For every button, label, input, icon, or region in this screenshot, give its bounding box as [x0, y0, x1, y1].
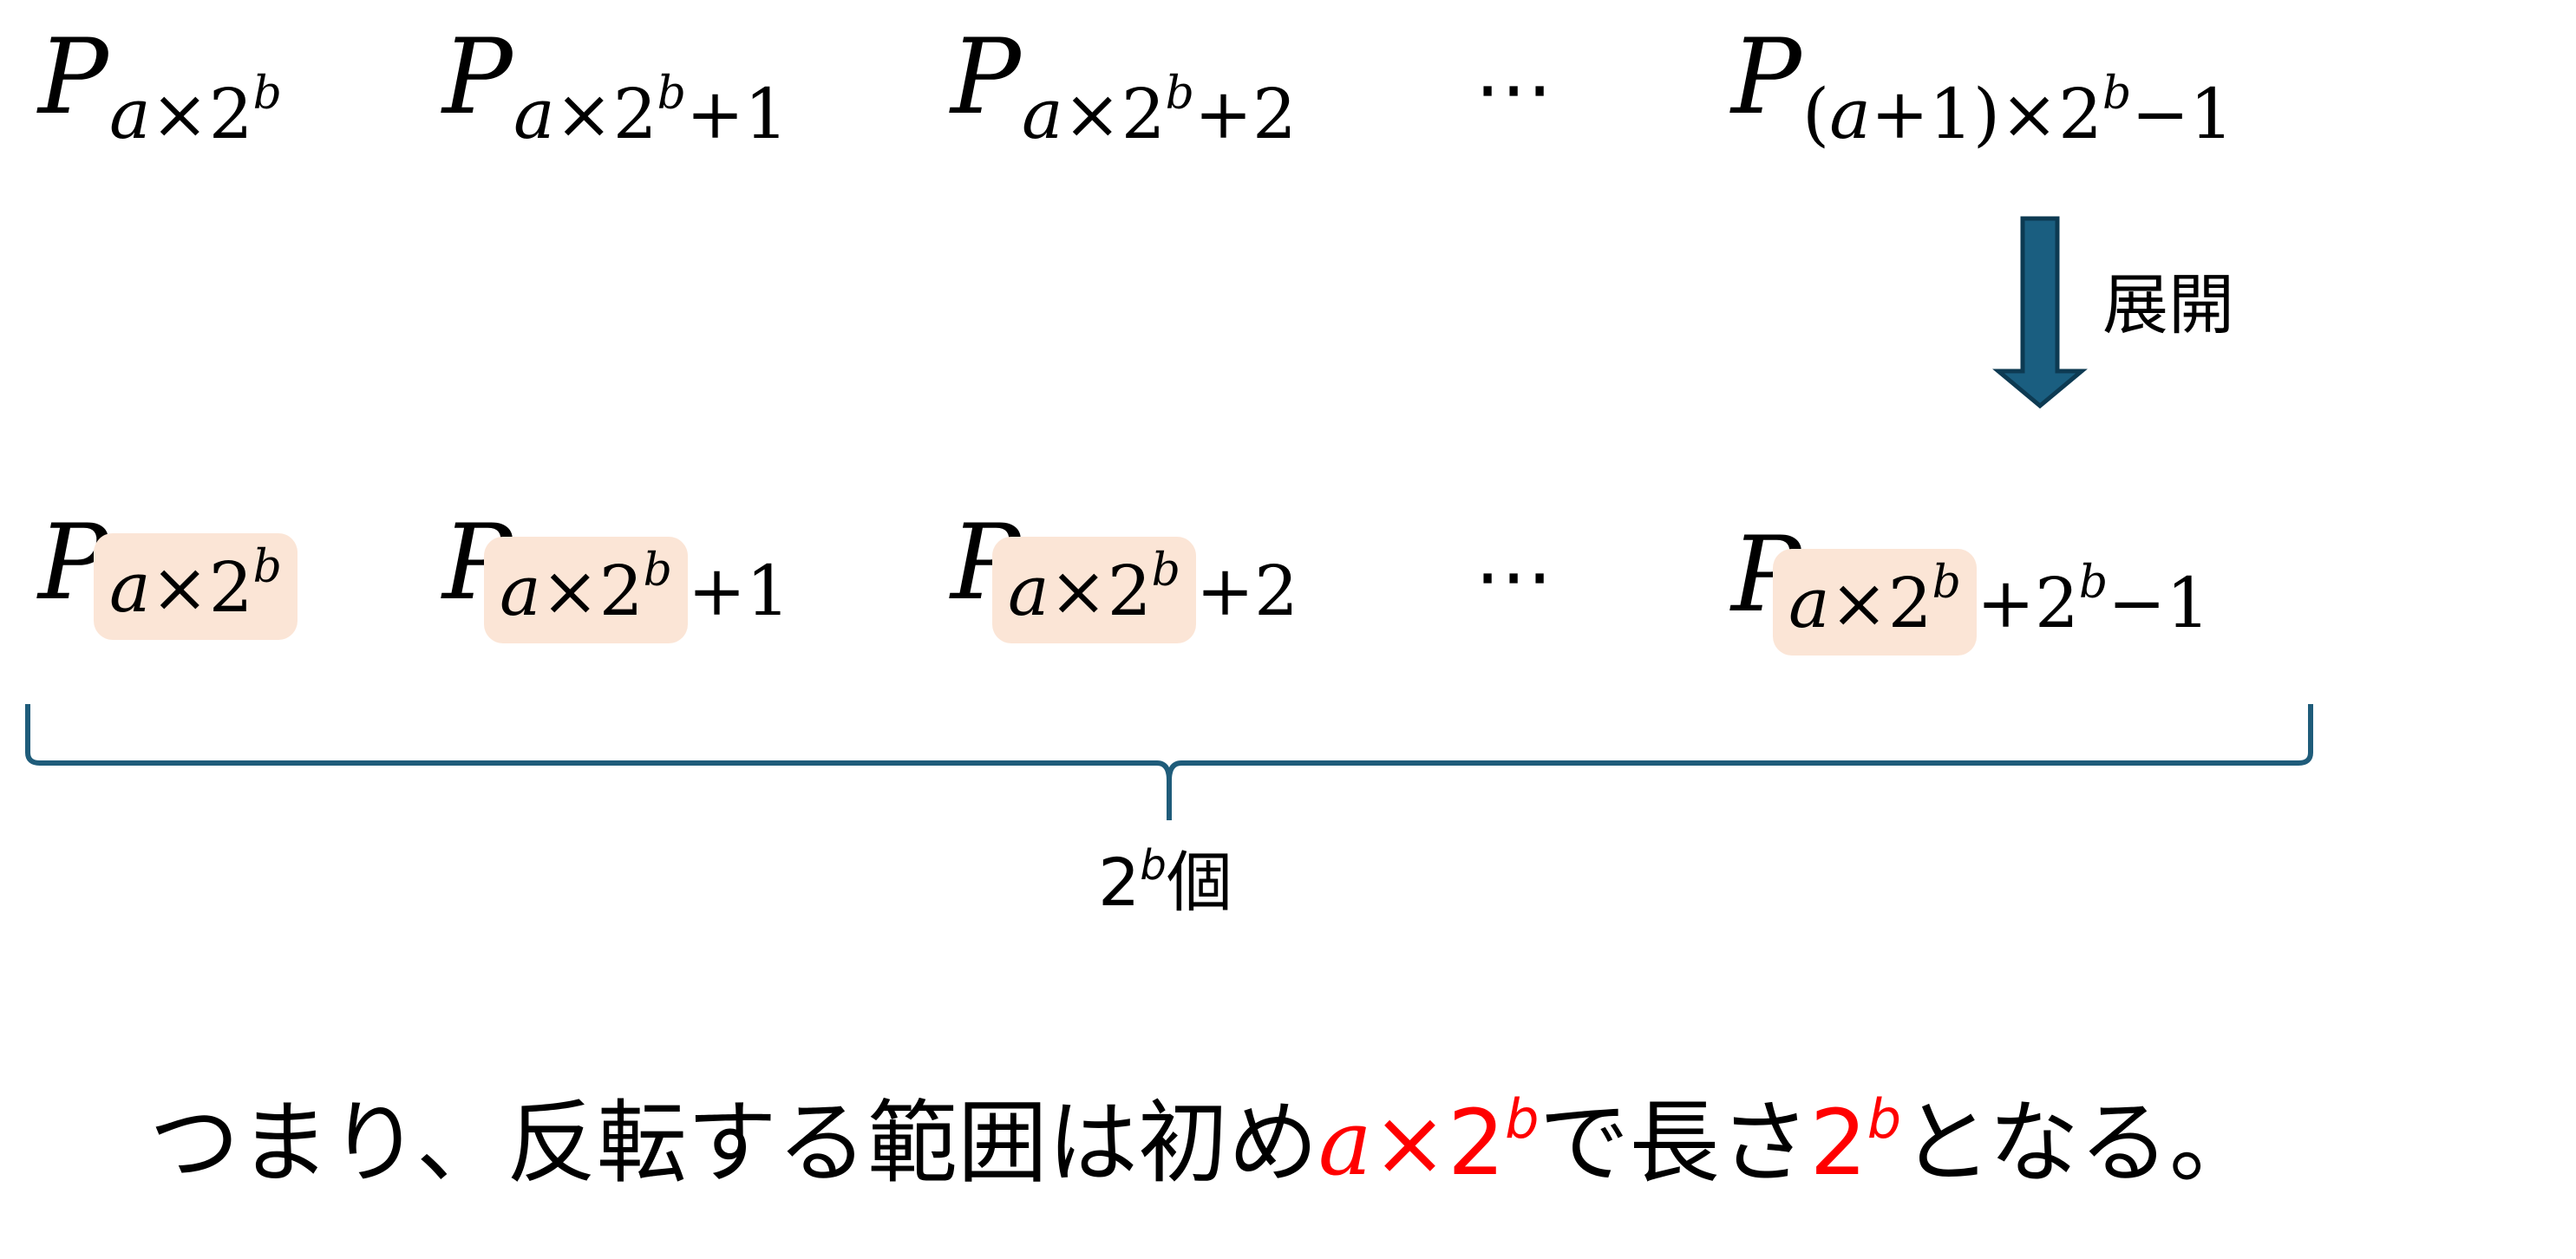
p-symbol: P — [1731, 17, 1801, 138]
highlight-box: a×2b — [94, 533, 297, 640]
highlight-box: a×2b — [1773, 549, 1977, 656]
p-symbol: P — [442, 17, 513, 138]
highlight-box: a×2b — [484, 537, 688, 643]
ellipsis-top: ⋯ — [1474, 43, 1553, 134]
p-symbol: P — [951, 17, 1021, 138]
subscript: a×2b+2b−1 — [1773, 549, 2210, 656]
ellipsis-bottom: ⋯ — [1474, 531, 1553, 622]
subscript: (a+1)×2b−1 — [1802, 68, 2234, 154]
subscript: a×2b+2 — [1022, 68, 1297, 154]
subscript: a×2b+1 — [484, 537, 790, 643]
subscript: a×2b — [109, 68, 282, 154]
expand-arrow-icon — [1992, 216, 2088, 409]
brace-label: 2b個 — [1098, 841, 1232, 921]
brace-icon — [25, 704, 2313, 820]
expand-label: 展開 — [2102, 266, 2234, 343]
conclusion-text: つまり、反転する範囲は初めa×2bで長さ2bとなる。 — [149, 1087, 2259, 1196]
subscript: a×2b+2 — [992, 537, 1298, 643]
highlight-box: a×2b — [992, 537, 1196, 643]
p-symbol: P — [38, 17, 108, 138]
subscript: a×2b — [94, 533, 297, 640]
subscript: a×2b+1 — [513, 68, 788, 154]
